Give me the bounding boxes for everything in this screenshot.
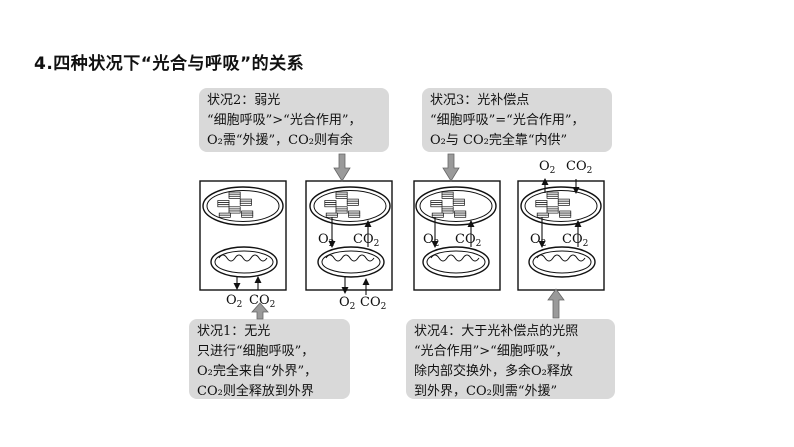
situation-1-line-4: CO₂则全释放到外界 (197, 384, 314, 399)
situation-1-callout: 状况1：无光 只进行“细胞呼吸”， O₂完全来自“外界”， CO₂则全释放到外界 (189, 319, 350, 399)
cell-4-co2-label-mid: CO2 (562, 232, 588, 249)
situation-4-line-2: “光合作用”>“细胞呼吸”， (414, 344, 569, 359)
cell-1 (199, 180, 287, 291)
situation-2-line-3: O₂需“外援”，CO₂则有余 (207, 133, 353, 148)
cell-2-o2-label-top: O2 (318, 232, 334, 249)
cell-3-o2-label: O2 (423, 232, 439, 249)
cell-3-co2-label: CO2 (455, 232, 481, 249)
situation-3-line-2: “细胞呼吸”=“光合作用”， (430, 113, 585, 128)
cell-1-co2-label: CO2 (249, 293, 275, 310)
situation-2-line-1: 状况2：弱光 (207, 93, 281, 108)
situation-4-callout: 状况4：大于光补偿点的光照 “光合作用”>“细胞呼吸”， 除内部交换外，多余O₂… (406, 319, 615, 399)
cell-2-o2-label-bottom: O2 (339, 295, 355, 312)
cell-4-co2-label-top: CO2 (566, 159, 592, 176)
cell-2-co2-label-top: CO2 (353, 232, 379, 249)
cell-4 (517, 178, 605, 291)
situation-2-line-2: “细胞呼吸”>“光合作用”， (207, 113, 362, 128)
cell-1-o2-label: O2 (226, 293, 242, 310)
cell-2-co2-label-bottom: CO2 (360, 295, 386, 312)
cell-3 (413, 180, 501, 291)
situation-1-line-2: 只进行“细胞呼吸”， (197, 344, 315, 359)
section-title: 4.四种状况下“光合与呼吸”的关系 (34, 54, 305, 74)
callout-pointer-arrows (251, 153, 565, 320)
cell-4-o2-label-mid: O2 (530, 232, 546, 249)
situation-2-callout: 状况2：弱光 “细胞呼吸”>“光合作用”， O₂需“外援”，CO₂则有余 (199, 88, 389, 152)
situation-4-line-4: 到外界，CO₂则需“外援” (414, 384, 558, 399)
situation-3-callout: 状况3：光补偿点 “细胞呼吸”=“光合作用”， O₂与 CO₂完全靠“内供” (422, 88, 612, 152)
situation-3-line-1: 状况3：光补偿点 (430, 93, 530, 108)
situation-1-line-3: O₂完全来自“外界”， (197, 364, 318, 379)
cell-2 (305, 180, 393, 295)
situation-4-line-3: 除内部交换外，多余O₂释放 (414, 364, 573, 379)
situation-3-line-3: O₂与 CO₂完全靠“内供” (430, 133, 568, 148)
situation-1-line-1: 状况1：无光 (197, 324, 271, 339)
cell-4-o2-label-top: O2 (539, 159, 555, 176)
situation-4-line-1: 状况4：大于光补偿点的光照 (414, 324, 579, 339)
